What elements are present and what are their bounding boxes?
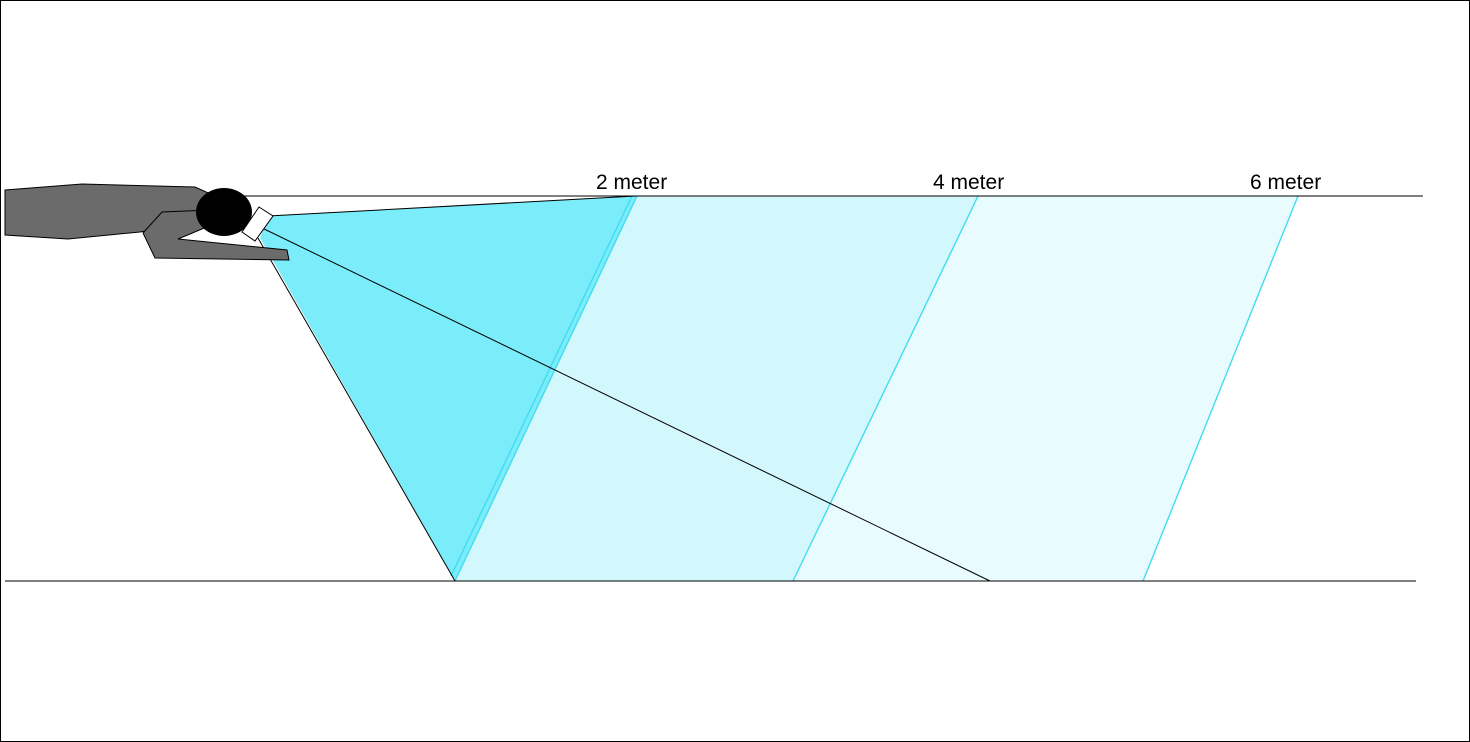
distance-label-2m: 2 meter: [596, 171, 667, 194]
beam-cone-2m: [260, 196, 637, 581]
beam-edges: [450, 195, 1299, 582]
distance-label-4m: 4 meter: [933, 171, 1004, 194]
distance-label-6m: 6 meter: [1250, 171, 1321, 194]
cone-outline: [257, 195, 991, 582]
sight-line: [257, 225, 991, 582]
beam-edge-2m-inner: [450, 195, 633, 577]
beam-edge-2m: [454, 195, 638, 582]
flashlight-icon: [241, 206, 274, 242]
diver-silhouette-icon: [4, 183, 290, 261]
cone-lower-edge: [257, 237, 456, 582]
diver-head: [196, 188, 252, 236]
beam-projection-4m: [455, 196, 978, 581]
beam-edge-4m: [792, 195, 979, 582]
beam-edge-6m: [1142, 195, 1299, 582]
beam-projection-6m: [793, 196, 1298, 581]
cone-upper-edge: [267, 195, 638, 217]
